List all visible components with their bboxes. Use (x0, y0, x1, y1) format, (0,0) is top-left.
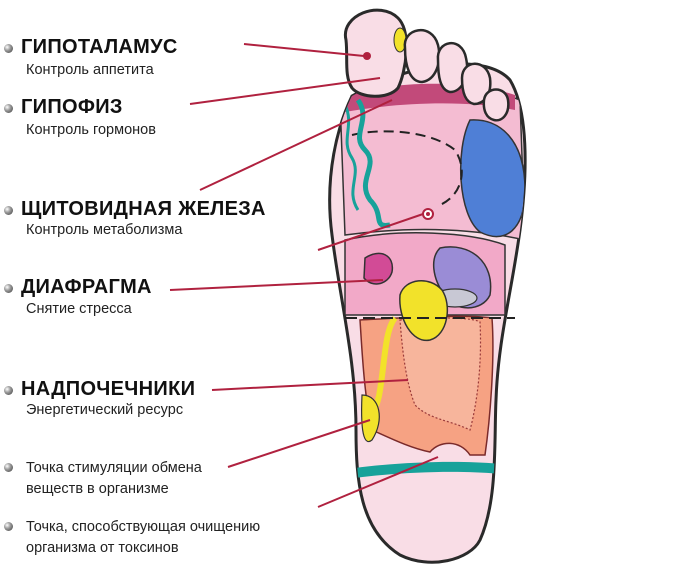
teal-channel (355, 98, 391, 228)
pointer-line-8 (317, 456, 439, 508)
label-title: ГИПОТАЛАМУС (21, 36, 178, 58)
bullet-icon (4, 463, 13, 472)
pointer-line-5 (169, 279, 384, 291)
bullet-icon (4, 522, 13, 531)
pointer-line-7 (227, 419, 371, 468)
label-title: НАДПОЧЕЧНИКИ (21, 378, 196, 400)
label-subtitle: Контроль гормонов (26, 122, 156, 138)
bullet-icon (4, 284, 13, 293)
dashed-outline (351, 130, 463, 206)
label-subtitle: Снятие стресса (26, 301, 132, 317)
label-subtitle: Контроль метаболизма (26, 222, 183, 238)
note-line-2: веществ в организме (26, 481, 169, 497)
bullet-icon (4, 206, 13, 215)
bullet-icon (4, 44, 13, 53)
label-title: ЩИТОВИДНАЯ ЖЕЛЕЗА (21, 198, 266, 220)
big-toe-marker (363, 52, 371, 60)
pointer-line-3 (199, 99, 393, 191)
bullet-icon (4, 386, 13, 395)
pointer-line-1 (243, 43, 365, 57)
bullet-icon (4, 104, 13, 113)
note-line-2: организма от токсинов (26, 540, 179, 556)
big-toe (344, 8, 408, 98)
heel-band (355, 461, 500, 478)
kidney-zone (399, 280, 449, 342)
note-line-1: Точка, способствующая очищению (26, 519, 261, 535)
pointer-line-4 (317, 212, 427, 251)
toe-5 (482, 88, 510, 122)
pointer-line-6 (211, 379, 409, 391)
label-subtitle: Энергетический ресурс (26, 402, 184, 418)
toe-2 (403, 28, 441, 84)
pointer-line-2 (189, 77, 381, 105)
label-title: ДИАФРАГМА (21, 276, 152, 298)
pointer-lines (169, 43, 439, 508)
label-subtitle: Контроль аппетита (26, 62, 154, 78)
note-line-1: Точка стимуляции обмена (26, 460, 202, 476)
label-title: ГИПОФИЗ (21, 96, 123, 118)
